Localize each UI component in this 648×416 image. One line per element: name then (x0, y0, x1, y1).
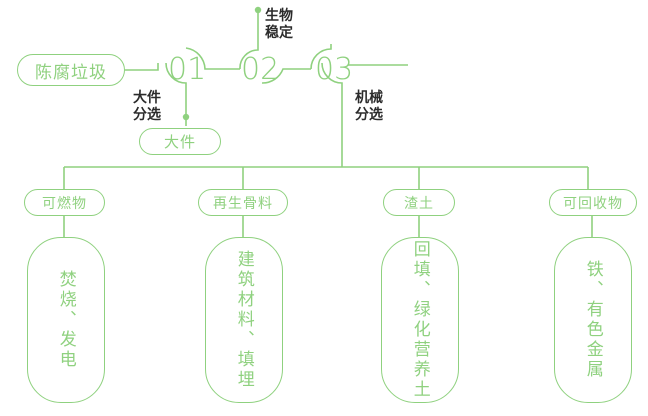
destination-box-3[interactable]: 铁、有色金属 (554, 237, 632, 403)
dot-bio-branch (254, 6, 262, 14)
destination-text-1: 建筑材料、填埋 (234, 250, 254, 390)
stage-number-01[interactable]: 01 (168, 52, 207, 87)
category-pill-0[interactable]: 可燃物 (24, 189, 105, 216)
stage-note-02: 生物 稳定 (265, 7, 293, 40)
category-pill-1[interactable]: 再生骨料 (198, 189, 288, 216)
category-pill-3[interactable]: 可回收物 (549, 189, 637, 216)
destination-box-1[interactable]: 建筑材料、填埋 (205, 237, 283, 403)
destination-text-0: 焚烧、发电 (56, 270, 76, 370)
stage-number-02[interactable]: 02 (241, 52, 280, 87)
destination-text-2: 回填、绿化营养土 (410, 240, 430, 400)
category-pill-2[interactable]: 渣土 (383, 189, 455, 216)
dot-bulky-branch (182, 113, 190, 121)
stage-number-03[interactable]: 03 (315, 52, 354, 87)
wire-source-to-01 (125, 63, 159, 71)
destination-box-0[interactable]: 焚烧、发电 (27, 237, 105, 403)
source-pill[interactable]: 陈腐垃圾 (17, 54, 125, 86)
destination-box-2[interactable]: 回填、绿化营养土 (381, 237, 459, 403)
destination-text-3: 铁、有色金属 (583, 260, 603, 380)
stage-note-01: 大件 分选 (133, 89, 161, 122)
bulky-output-pill[interactable]: 大件 (139, 128, 221, 155)
stage-note-03: 机械 分选 (355, 89, 383, 122)
